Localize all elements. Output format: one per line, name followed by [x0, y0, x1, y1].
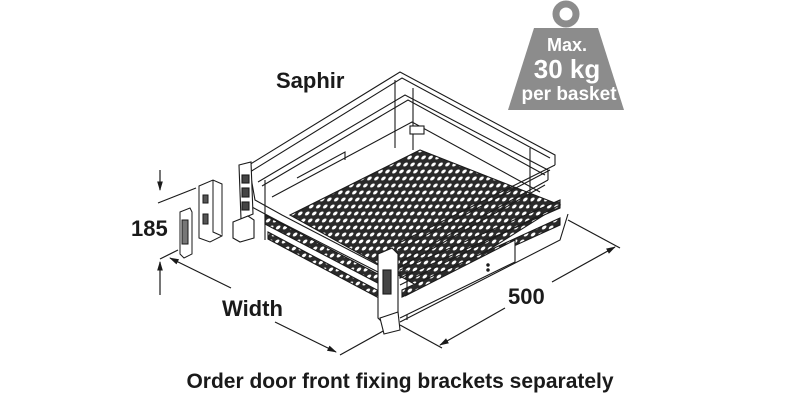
height-dimension [157, 170, 197, 295]
door-front-fixing-brackets [179, 179, 223, 259]
weight-badge-unit-label: per basket [521, 84, 617, 105]
footer-note: Order door front fixing brackets separat… [186, 370, 614, 393]
weight-badge-value: 30 kg [533, 54, 601, 84]
product-name-label: Saphir [276, 68, 345, 93]
weight-badge-max-label: Max. [546, 35, 588, 55]
weight-limit-badge: Max. 30 kg per basket [502, 0, 632, 112]
pull-out-basket [232, 71, 569, 335]
width-dimension-label: Width [222, 296, 283, 321]
height-dimension-label: 185 [131, 216, 168, 241]
width-dimension [169, 257, 386, 356]
depth-dimension [399, 219, 621, 349]
depth-dimension-label: 500 [508, 284, 545, 309]
weight-icon [508, 0, 624, 110]
